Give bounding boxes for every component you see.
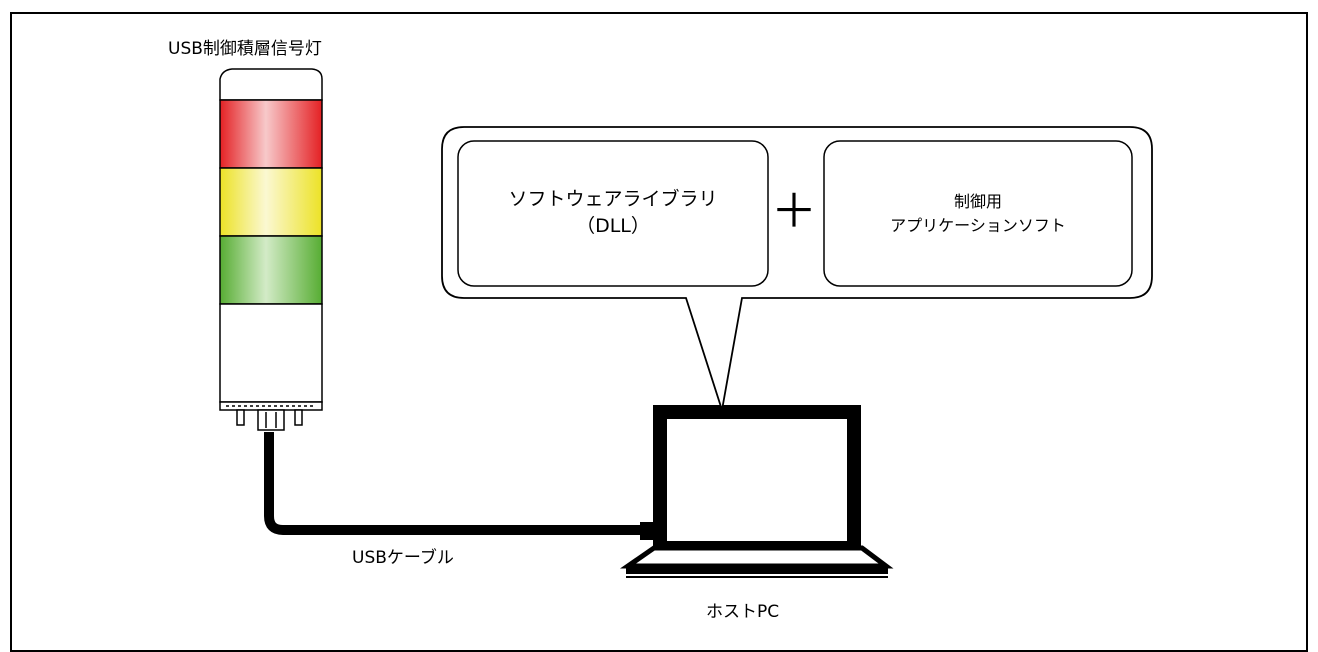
- tower-title: USB制御積層信号灯: [168, 39, 322, 59]
- dll-box-text: ソフトウェアライブラリ （DLL）: [458, 186, 768, 240]
- diagram-canvas: [219, 68, 1153, 578]
- tower-base: [219, 401, 323, 431]
- plus-sign: ＋: [771, 184, 817, 238]
- app-box-text: 制御用 アプリケーションソフト: [824, 190, 1132, 238]
- signal-tower: [219, 68, 323, 431]
- laptop-icon: [619, 405, 894, 578]
- tower-tier-green: [219, 235, 323, 305]
- speech-bubble: [441, 126, 1153, 411]
- tower-cap: [219, 68, 323, 101]
- tower-tier-white: [219, 303, 323, 403]
- usb-cable: [264, 432, 642, 535]
- app-line-2: アプリケーションソフト: [890, 216, 1066, 235]
- tower-tier-red: [219, 99, 323, 169]
- tower-tier-yellow: [219, 167, 323, 237]
- dll-box: [457, 140, 769, 287]
- app-line-1: 制御用: [953, 192, 1002, 211]
- dll-line-1: ソフトウェアライブラリ: [508, 188, 718, 210]
- usb-cable-label: USBケーブル: [352, 548, 454, 568]
- host-pc-label: ホストPC: [706, 602, 780, 622]
- app-box: [823, 140, 1133, 287]
- dll-line-2: （DLL）: [576, 215, 650, 237]
